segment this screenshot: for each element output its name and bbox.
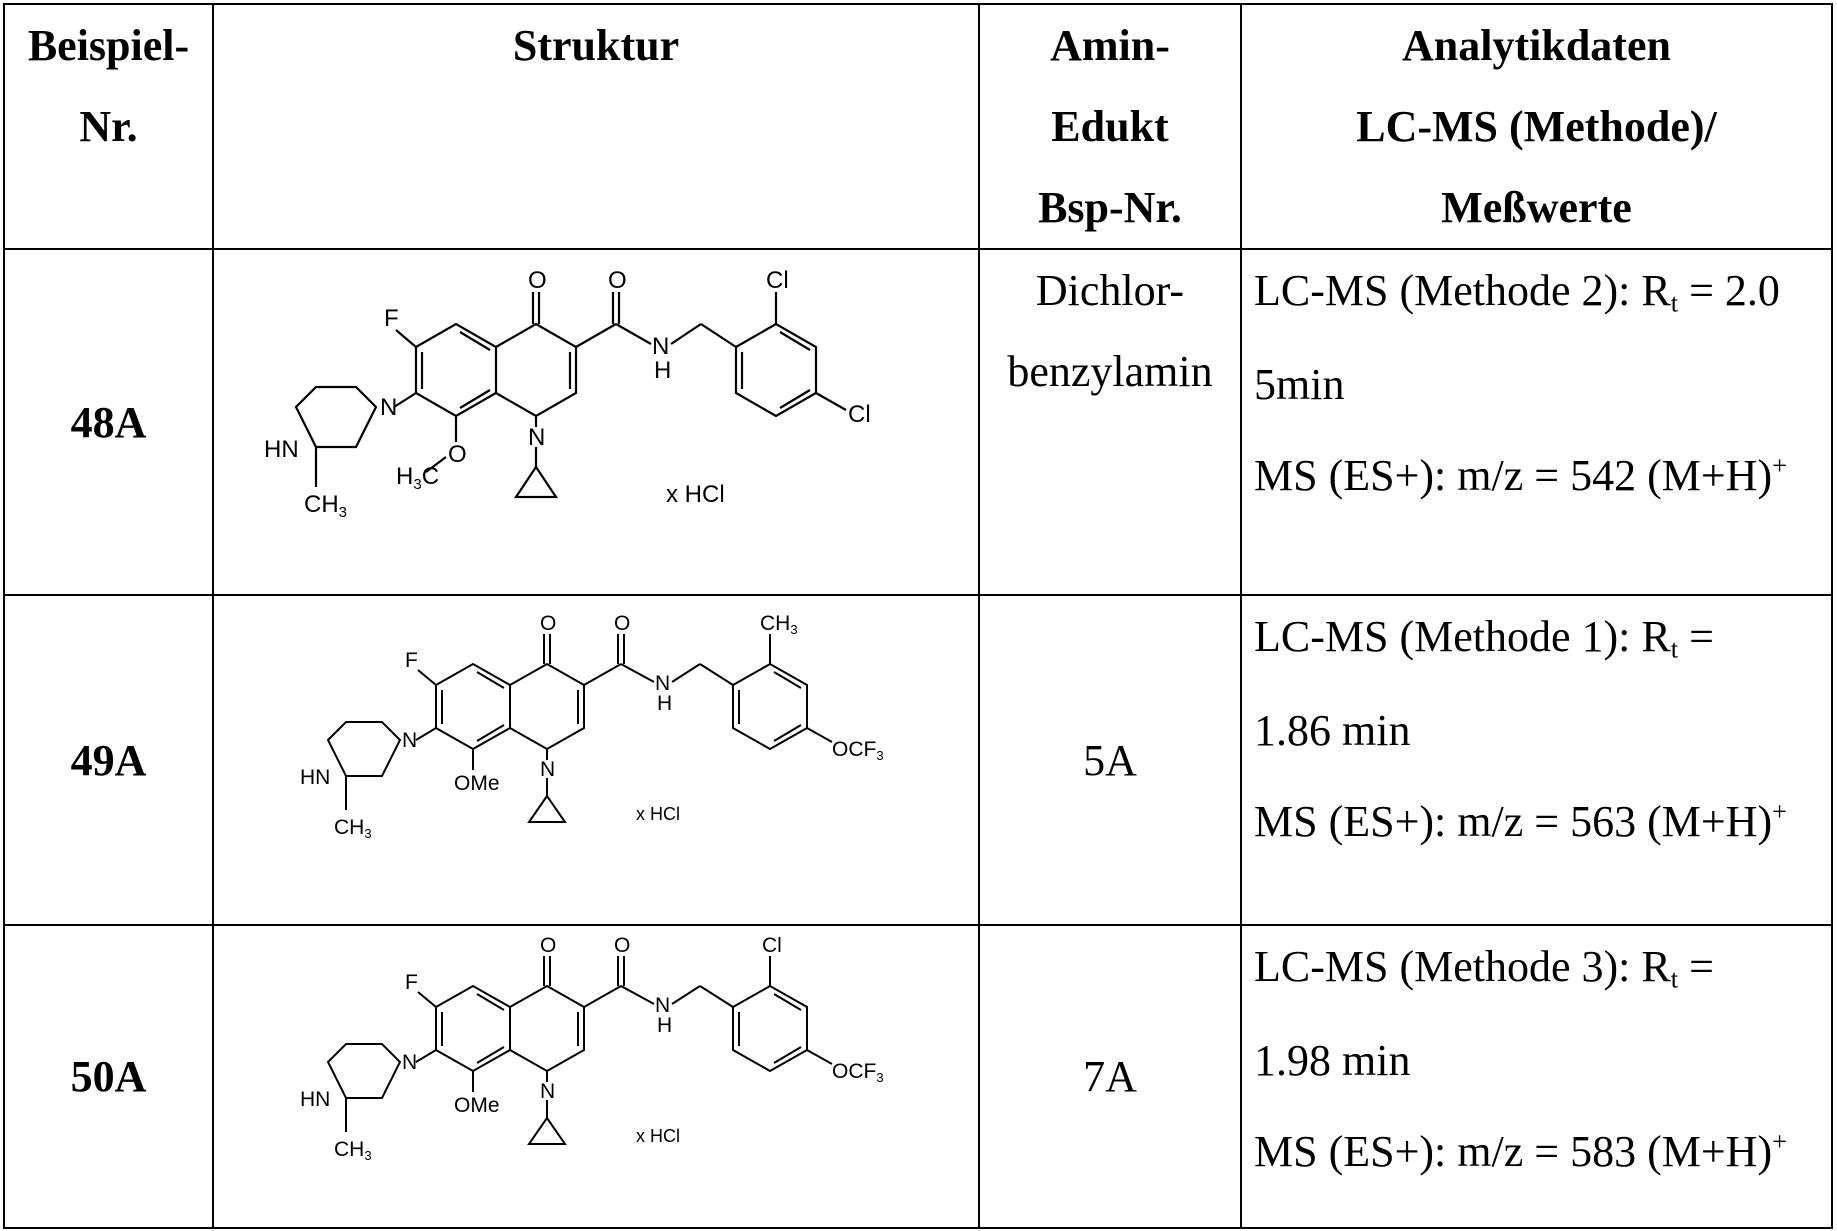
svg-text:H: H — [657, 1014, 672, 1037]
header-analytik: Analytikdaten LC-MS (Methode)/ Meßwerte — [1241, 4, 1832, 249]
amin-edukt: 5A — [979, 595, 1241, 925]
svg-text:F: F — [405, 971, 418, 994]
svg-text:N: N — [402, 729, 417, 752]
svg-text:Cl: Cl — [762, 937, 782, 957]
example-number: 49A — [4, 595, 213, 925]
svg-text:N: N — [652, 333, 669, 360]
example-number: 48A — [4, 249, 213, 595]
table-row: 49A — [4, 595, 1832, 925]
svg-text:O: O — [608, 267, 627, 294]
svg-text:O: O — [540, 612, 556, 635]
svg-text:HN: HN — [300, 1088, 330, 1111]
svg-text:Cl: Cl — [766, 267, 789, 294]
header-row: Beispiel- Nr. Struktur Amin- Edukt Bsp-N… — [4, 4, 1832, 249]
svg-text:N: N — [540, 1080, 555, 1103]
svg-text:OMe: OMe — [454, 772, 500, 795]
chemical-structure: F O O N H Cl OCF3 N N HN OMe CH3 x HCl — [276, 937, 916, 1217]
svg-text:H: H — [657, 692, 672, 715]
svg-text:N: N — [402, 1051, 417, 1074]
table-row: 48A — [4, 249, 1832, 595]
svg-text:F: F — [405, 649, 418, 672]
svg-text:HN: HN — [264, 436, 299, 463]
svg-text:O: O — [528, 267, 547, 294]
compound-table: Beispiel- Nr. Struktur Amin- Edukt Bsp-N… — [3, 3, 1833, 1229]
structure-cell: F O O N H Cl OCF3 N N HN OMe CH3 x HCl — [213, 925, 979, 1228]
svg-text:OCF3: OCF3 — [832, 1060, 884, 1085]
analytik-data: LC-MS (Methode 3): Rt = 1.98 min MS (ES+… — [1241, 925, 1832, 1228]
svg-text:OMe: OMe — [454, 1094, 500, 1117]
svg-text:O: O — [614, 612, 630, 635]
svg-text:CH3: CH3 — [334, 816, 372, 841]
table-row: 50A — [4, 925, 1832, 1228]
svg-text:N: N — [540, 758, 555, 781]
svg-text:x HCl: x HCl — [666, 481, 725, 508]
svg-text:OCF3: OCF3 — [832, 738, 884, 763]
svg-text:Cl: Cl — [848, 401, 871, 428]
chemical-structure: F O O N H CH3 OCF3 N N HN OMe CH3 x HCl — [276, 610, 916, 910]
example-number: 50A — [4, 925, 213, 1228]
structure-cell: F O O N H Cl Cl N N HN H3C O CH3 x HCl — [213, 249, 979, 595]
svg-text:O: O — [448, 441, 467, 468]
amin-edukt: Dichlor- benzylamin — [979, 249, 1241, 595]
svg-text:CH3: CH3 — [304, 491, 347, 521]
svg-text:O: O — [614, 937, 630, 957]
svg-text:HN: HN — [300, 766, 330, 789]
svg-text:H: H — [654, 357, 671, 384]
svg-text:CH3: CH3 — [334, 1138, 372, 1163]
svg-text:N: N — [528, 424, 545, 451]
svg-text:x HCl: x HCl — [636, 1126, 680, 1146]
header-beispiel: Beispiel- Nr. — [4, 4, 213, 249]
svg-text:F: F — [384, 305, 399, 332]
header-struktur: Struktur — [213, 4, 979, 249]
svg-text:x HCl: x HCl — [636, 804, 680, 824]
svg-text:N: N — [380, 394, 397, 421]
svg-text:O: O — [540, 937, 556, 957]
structure-cell: F O O N H CH3 OCF3 N N HN OMe CH3 x HCl — [213, 595, 979, 925]
chemical-structure: F O O N H Cl Cl N N HN H3C O CH3 x HCl — [246, 262, 946, 582]
svg-text:H3C: H3C — [396, 463, 439, 493]
amin-edukt: 7A — [979, 925, 1241, 1228]
analytik-data: LC-MS (Methode 1): Rt = 1.86 min MS (ES+… — [1241, 595, 1832, 925]
svg-text:CH3: CH3 — [760, 612, 798, 637]
header-amin: Amin- Edukt Bsp-Nr. — [979, 4, 1241, 249]
analytik-data: LC-MS (Methode 2): Rt = 2.0 5min MS (ES+… — [1241, 249, 1832, 595]
